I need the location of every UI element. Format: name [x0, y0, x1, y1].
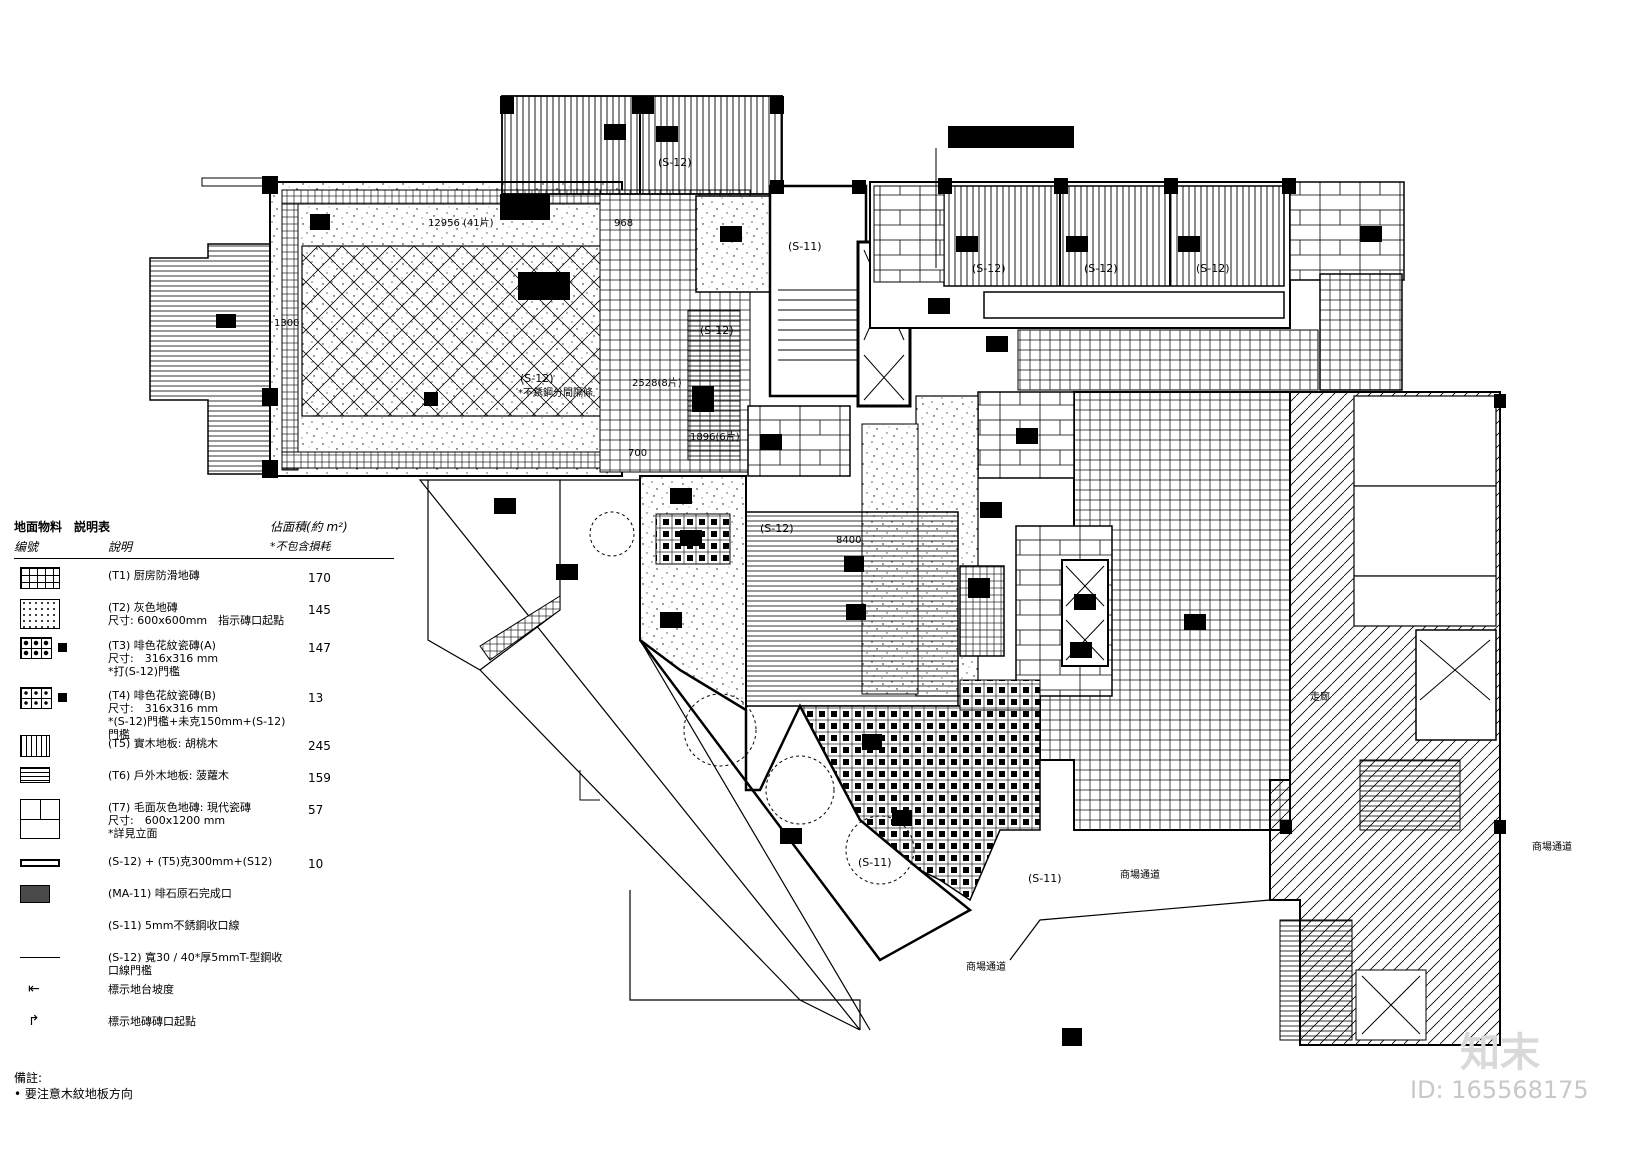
dimension-label: 700	[628, 448, 647, 459]
swatch-marker-icon	[58, 693, 67, 702]
notes-bullet-text: 要注意木紋地板方向	[24, 1087, 133, 1101]
entrance-label: 商場通道	[1120, 868, 1160, 881]
label-s12: (S-12)	[972, 262, 1006, 275]
entrance-label: 商場通道	[966, 960, 1006, 973]
swatch-horizontal	[20, 767, 50, 783]
legend-area-note: *不包含損耗	[270, 540, 331, 553]
label-sliding-note: *不銹鋼分間隔條	[518, 386, 593, 399]
legend-area: 13	[308, 691, 324, 705]
legend-title: 地面物料 説明表	[14, 520, 111, 534]
label-s12: (S-12)	[760, 522, 794, 535]
legend-row-t6: (T6) 戶外木地板: 菠蘿木 159	[14, 765, 394, 797]
dimension-label: 12956 (41片)	[428, 216, 494, 229]
watermark-id: ID: 165568175	[1410, 1076, 1589, 1104]
notes-block: 備註: • 要注意木紋地板方向	[14, 1070, 133, 1102]
notes-bullet: • 要注意木紋地板方向	[14, 1087, 133, 1101]
legend-area: 159	[308, 771, 331, 785]
plan-annotations: (S-12) (S-11) (S-12) (S-12) (S-12) (S-12…	[274, 156, 1572, 973]
legend-desc: (T3) 啡色花紋瓷磚(A) 尺寸: 316x316 mm *打(S-12)門檻	[108, 639, 219, 678]
west-wing	[149, 95, 783, 477]
outdoor-terrace	[418, 479, 1271, 1031]
label-s11: (S-11)	[858, 856, 892, 869]
legend-area: 245	[308, 739, 331, 753]
legend-desc: (T1) 厨房防滑地磚	[108, 569, 200, 582]
material-legend: 地面物料 説明表 编號 說明 佔面積(約 m²) *不包含損耗 (T1) 厨房防…	[14, 518, 394, 1043]
legend-row-s12-t5: (S-12) + (T5)克300mm+(S12) 10	[14, 851, 394, 883]
dimension-label: 1300	[274, 318, 299, 329]
swatch-mosaic-a	[20, 637, 52, 659]
legend-row-s11: (S-11) 5mm不銹鋼收口線	[14, 915, 394, 947]
swatch-marker-icon	[58, 643, 67, 652]
swatch-brick	[20, 799, 60, 839]
legend-row-t5: (T5) 實木地板: 胡桃木 245	[14, 733, 394, 765]
legend-desc: (T4) 啡色花紋瓷磚(B) 尺寸: 316x316 mm *(S-12)門檻+…	[108, 689, 286, 741]
label-s12: (S-12)	[658, 156, 692, 169]
swatch-line	[20, 957, 60, 958]
swatch-grid	[20, 567, 60, 589]
dimension-label: 968	[614, 218, 633, 229]
legend-desc: (MA-11) 啡石原石完成口	[108, 887, 232, 900]
swatch-speckle	[20, 599, 60, 629]
legend-desc: (T5) 實木地板: 胡桃木	[108, 737, 218, 750]
legend-area: 145	[308, 603, 331, 617]
legend-row-t7: (T7) 毛面灰色地磚: 現代瓷磚 尺寸: 600x1200 mm *詳見立面 …	[14, 797, 394, 851]
swatch-band	[20, 859, 60, 867]
legend-area-header: 佔面積(約 m²)	[270, 520, 348, 534]
legend-row-t2: (T2) 灰色地磚 尺寸: 600x600mm 指示磚口起點 145	[14, 597, 394, 635]
central-dining	[639, 475, 1041, 962]
swatch-mosaic-b	[20, 687, 52, 709]
legend-row-t1: (T1) 厨房防滑地磚 170	[14, 565, 394, 597]
label-s12: (S-12)	[700, 324, 734, 337]
notes-title: 備註:	[14, 1071, 43, 1085]
legend-desc: (T2) 灰色地磚 尺寸: 600x600mm 指示磚口起點	[108, 601, 285, 627]
label-s12: (S-12)	[1084, 262, 1118, 275]
legend-row-start: ↱ 標示地磚磚口起點	[14, 1011, 394, 1043]
legend-desc: (T7) 毛面灰色地磚: 現代瓷磚 尺寸: 600x1200 mm *詳見立面	[108, 801, 251, 840]
entrance-label: 商場通道	[1532, 840, 1572, 853]
legend-desc-header: 說明	[108, 540, 133, 554]
room-tags	[216, 124, 1382, 844]
legend-desc: (S-12) 寬30 / 40*厚5mmT-型鋼收口線門檻	[108, 951, 283, 977]
structural-columns	[262, 96, 1506, 1046]
dimension-label: 2528(8片)	[632, 376, 682, 389]
dimension-label: 1896(6片)	[690, 430, 740, 443]
slope-arrow-icon: ⇤	[28, 981, 40, 997]
legend-desc: (T6) 戶外木地板: 菠蘿木	[108, 769, 229, 782]
legend-area: 10	[308, 857, 324, 871]
legend-row-s12: (S-12) 寬30 / 40*厚5mmT-型鋼收口線門檻	[14, 947, 394, 979]
swatch-dark	[20, 885, 50, 903]
swatch-vertical	[20, 735, 50, 757]
corridor-label: 走廊	[1310, 690, 1330, 703]
legend-row-slope: ⇤ 標示地台坡度	[14, 979, 394, 1011]
legend-row-ma11: (MA-11) 啡石原石完成口	[14, 883, 394, 915]
legend-row-t4: (T4) 啡色花紋瓷磚(B) 尺寸: 316x316 mm *(S-12)門檻+…	[14, 685, 394, 741]
label-s11: (S-11)	[788, 240, 822, 253]
label-s12: (S-12)	[520, 372, 554, 385]
watermark-brand: 知末	[1460, 1030, 1540, 1076]
label-s11: (S-11)	[1028, 872, 1062, 885]
legend-row-t3: (T3) 啡色花紋瓷磚(A) 尺寸: 316x316 mm *打(S-12)門檻…	[14, 635, 394, 685]
legend-desc: (S-12) + (T5)克300mm+(S12)	[108, 855, 273, 868]
legend-area: 57	[308, 803, 324, 817]
legend-header: 地面物料 説明表 编號 說明 佔面積(約 m²) *不包含損耗	[14, 518, 394, 559]
east-corridor	[1269, 391, 1501, 1046]
legend-desc: 標示地磚磚口起點	[108, 1015, 196, 1028]
dimension-label: 8400	[836, 535, 861, 546]
label-s12: (S-12)	[1196, 262, 1230, 275]
legend-area: 147	[308, 641, 331, 655]
legend-area: 170	[308, 571, 331, 585]
north-east-wing	[869, 181, 1405, 391]
legend-desc: 標示地台坡度	[108, 983, 174, 996]
tile-start-corner-icon: ↱	[28, 1013, 40, 1029]
legend-code-header: 编號	[14, 540, 39, 554]
legend-desc: (S-11) 5mm不銹鋼收口線	[108, 919, 240, 932]
